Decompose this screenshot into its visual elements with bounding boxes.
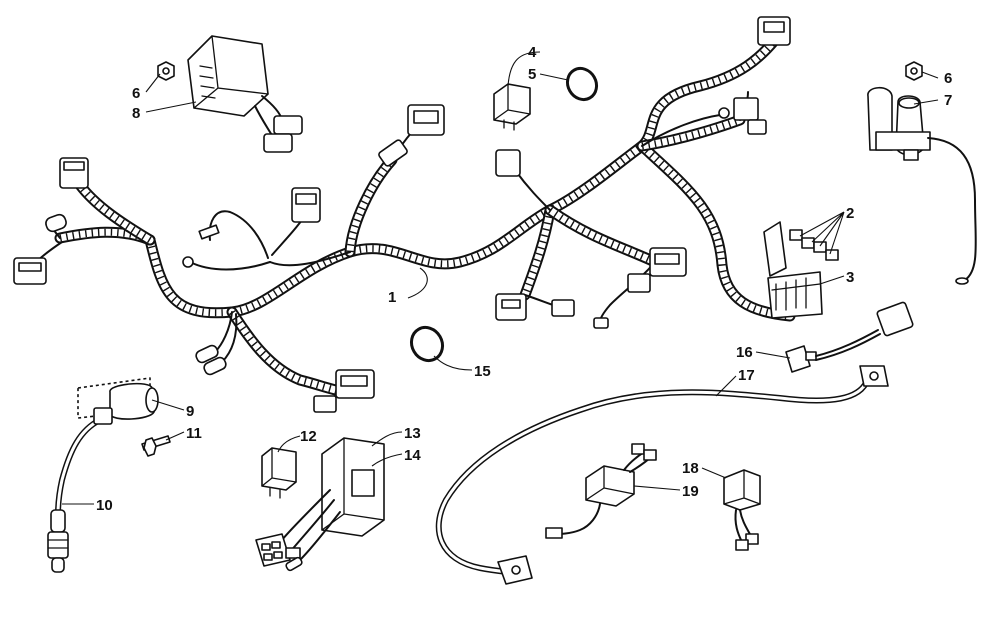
callout-17: 17 — [738, 367, 755, 384]
ignition-coil — [867, 86, 977, 285]
voltage-regulator — [187, 35, 303, 153]
callout-labels: 1 2 3 4 5 6 6 7 8 9 10 11 12 13 14 15 16… — [96, 44, 952, 514]
leader-lines — [62, 51, 939, 505]
spark-plug-lead — [47, 417, 103, 573]
callout-11: 11 — [186, 425, 202, 442]
callout-6-right: 6 — [944, 70, 952, 87]
connector-module — [545, 443, 657, 539]
hex-nut — [157, 61, 175, 81]
callout-15: 15 — [474, 363, 491, 380]
main-wiring-harness — [13, 16, 790, 413]
coil-bracket — [77, 377, 159, 425]
callout-5: 5 — [528, 66, 536, 83]
cable-clamp-2 — [409, 325, 445, 363]
callout-7: 7 — [944, 92, 952, 109]
bolt — [141, 435, 171, 457]
callout-13: 13 — [404, 425, 421, 442]
callout-14: 14 — [404, 447, 421, 464]
callout-6-left: 6 — [132, 85, 140, 102]
callout-3: 3 — [846, 269, 854, 286]
callout-4: 4 — [528, 44, 537, 61]
callout-8: 8 — [132, 105, 140, 122]
callout-9: 9 — [186, 403, 194, 420]
hex-nut-right — [905, 61, 923, 81]
ground-cable — [435, 365, 889, 585]
cdi-module — [255, 437, 385, 572]
relay — [493, 83, 531, 131]
fuses — [789, 229, 839, 261]
callout-10: 10 — [96, 497, 113, 514]
small-relay — [261, 447, 297, 499]
callout-18: 18 — [682, 460, 699, 477]
relay-2 — [723, 469, 761, 551]
callout-19: 19 — [682, 483, 699, 500]
sensor — [785, 301, 914, 373]
callout-1: 1 — [388, 289, 396, 306]
callout-2: 2 — [846, 205, 854, 222]
callout-12: 12 — [300, 428, 317, 445]
callout-16: 16 — [736, 344, 753, 361]
fuse-block — [763, 221, 823, 319]
cable-clamp — [565, 66, 599, 102]
